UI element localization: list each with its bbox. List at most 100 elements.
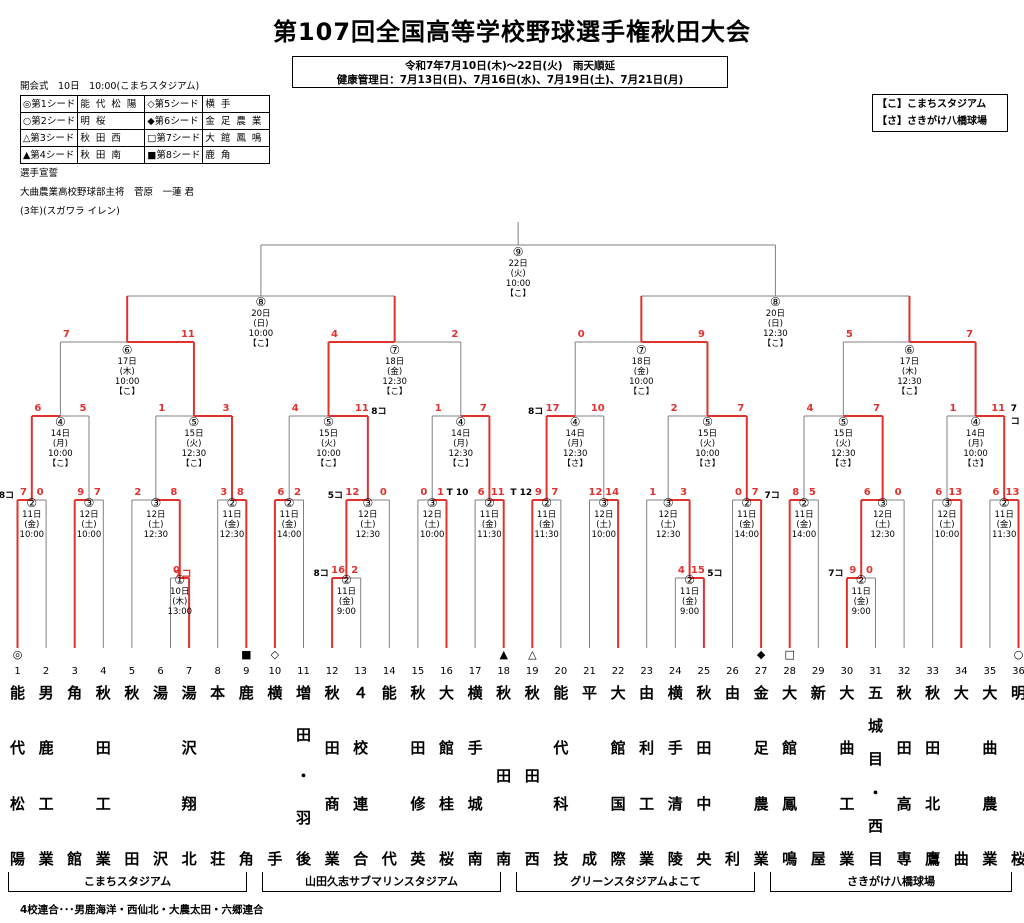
match-time: 14:00 bbox=[734, 530, 760, 540]
match-dow: (金) bbox=[853, 597, 869, 607]
team-number: 11 bbox=[297, 666, 310, 677]
match-date: 15日 bbox=[833, 429, 853, 439]
match-round: ④ bbox=[970, 415, 981, 429]
team-name: 秋田北鷹 bbox=[923, 682, 943, 872]
team-name-char: 秋 bbox=[124, 684, 140, 702]
team-name-char: 代 bbox=[553, 739, 569, 758]
score-left: 16 bbox=[331, 565, 346, 576]
score-right: 11 bbox=[354, 403, 369, 414]
match-round: ② bbox=[283, 496, 295, 510]
score-left: 1 bbox=[158, 403, 166, 414]
team-number: 5 bbox=[128, 666, 136, 677]
match-dow: (土) bbox=[660, 520, 676, 530]
match-round: ② bbox=[798, 496, 810, 510]
team-number: 33 bbox=[926, 666, 940, 677]
team-name-char: 業 bbox=[38, 850, 54, 868]
match-date: 17日 bbox=[899, 357, 920, 367]
team-name-char: 田 bbox=[95, 739, 111, 758]
match-date: 14日 bbox=[50, 429, 71, 439]
team-name-char: 秋 bbox=[496, 684, 512, 702]
match-time: 12:30 bbox=[143, 530, 169, 540]
score-left: 1 bbox=[949, 403, 957, 414]
team-name-char: 利 bbox=[724, 850, 740, 868]
match-round: ⑦ bbox=[389, 343, 401, 357]
score-left: 4 bbox=[331, 329, 338, 340]
team-name-char: 館 bbox=[782, 739, 798, 758]
match-dow: (金) bbox=[739, 520, 755, 530]
seed-rank: ■第8シード bbox=[144, 146, 204, 164]
team-name: 秋田高専 bbox=[894, 682, 914, 872]
match-date: 15日 bbox=[318, 429, 339, 439]
match-dow: (金) bbox=[996, 520, 1012, 530]
match-date: 12日 bbox=[422, 510, 442, 520]
team-name-char: 業 bbox=[982, 850, 998, 868]
team-name-char: 翔 bbox=[181, 794, 197, 813]
score-left: 0 bbox=[577, 329, 585, 340]
match-round: ③ bbox=[662, 496, 674, 510]
match-time: 14:00 bbox=[276, 530, 302, 540]
match-round: ② bbox=[484, 496, 495, 510]
match-time: 10:00 bbox=[695, 449, 720, 459]
seed-table: ◎第1シード能代松陽◇第5シード横手○第2シード明桜◆第6シード金足農業△第3シ… bbox=[19, 95, 271, 164]
match-time: 10:00 bbox=[248, 329, 274, 339]
match-dow: (土) bbox=[81, 520, 97, 530]
team-name: 平成 bbox=[580, 682, 600, 872]
score-right: 11 bbox=[490, 487, 505, 498]
info-block: 開会式 10日 10:00(こまちスタジアム) ◎第1シード能代松陽◇第5シード… bbox=[19, 80, 271, 218]
score-left: 6 bbox=[477, 487, 485, 498]
match-dow: (火) bbox=[186, 439, 202, 449]
team-name-char: 校 bbox=[353, 739, 369, 758]
team-name: 由利工業 bbox=[637, 682, 657, 872]
team-name: 湯沢翔北 bbox=[179, 682, 199, 872]
match-date: 14日 bbox=[565, 429, 585, 439]
score-note: 7コ bbox=[828, 569, 844, 579]
match-round: ② bbox=[226, 496, 238, 510]
match-dow: (金) bbox=[338, 597, 354, 607]
team-name: 増田・羽後 bbox=[294, 682, 314, 872]
team-name-char: 田 bbox=[925, 739, 941, 758]
seed-mark: ◆ bbox=[756, 648, 766, 661]
team-name-char: ・ bbox=[295, 767, 311, 785]
match-venue: 【こ】 bbox=[505, 289, 531, 299]
team-name-char: 南 bbox=[467, 850, 483, 868]
match-dow: (木) bbox=[119, 367, 135, 377]
team-name-char: 科 bbox=[553, 794, 569, 813]
team-name-char: 湯 bbox=[181, 684, 197, 702]
team-number: 31 bbox=[869, 666, 882, 677]
match-time: 12:30 bbox=[355, 530, 381, 540]
team-name-char: 専 bbox=[896, 850, 912, 868]
team-name-char: 秋 bbox=[696, 684, 712, 702]
match-time: 10:00 bbox=[419, 530, 445, 540]
match-venue: 【こ】 bbox=[628, 387, 655, 397]
team-name-char: 秋 bbox=[95, 684, 111, 702]
match-venue: 【こ】 bbox=[381, 387, 408, 397]
match-time: 12:30 bbox=[219, 530, 245, 540]
match-dow: (日) bbox=[767, 319, 783, 329]
team-name: 大館国際 bbox=[608, 682, 628, 872]
match-venue: 【こ】 bbox=[315, 459, 342, 469]
score-left: 9 bbox=[849, 565, 857, 576]
match-time: 10:00 bbox=[114, 377, 140, 387]
team-name-char: 沢 bbox=[152, 850, 168, 868]
match-round: ④ bbox=[569, 415, 581, 429]
team-name-char: 鷹 bbox=[925, 850, 941, 868]
score-right: 0 bbox=[894, 487, 902, 498]
match-venue: 【こ】 bbox=[448, 459, 474, 469]
score-right: 0 bbox=[379, 487, 387, 498]
match-venue: 【さ】 bbox=[694, 459, 721, 469]
team-name-char: 鳴 bbox=[782, 850, 798, 868]
venue-label: グリーンスタジアムよこて bbox=[516, 872, 755, 892]
team-name-char: 中 bbox=[696, 794, 712, 813]
match-round: ⑦ bbox=[635, 343, 647, 357]
match-dow: (金) bbox=[481, 520, 497, 530]
team-name-char: 足 bbox=[753, 739, 769, 758]
match-dow: (金) bbox=[281, 520, 297, 530]
seed-row: ◎第1シード能代松陽◇第5シード横手 bbox=[19, 95, 271, 113]
team-name-char: 屋 bbox=[810, 850, 826, 868]
match-venue: 【こ】 bbox=[114, 387, 140, 397]
